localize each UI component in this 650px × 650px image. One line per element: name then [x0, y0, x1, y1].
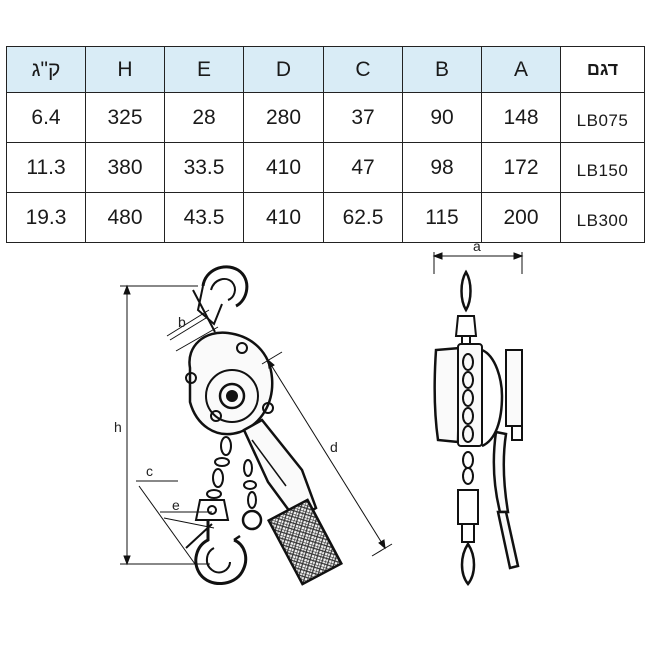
cell-h: 480 [85, 192, 165, 243]
table-header-row: ק"ג H E D C B A דגם [6, 46, 645, 93]
lever-handle [242, 418, 344, 586]
dimension-a [432, 252, 524, 274]
dimension-c-e [136, 480, 215, 565]
header-a: A [481, 46, 561, 93]
header-model: דגם [560, 46, 645, 93]
cell-d: 280 [243, 92, 324, 143]
lever-hoist-diagram: h b [114, 240, 524, 587]
load-chain [206, 436, 263, 531]
side-top-hook [454, 269, 478, 347]
header-h: H [85, 46, 165, 93]
label-c: c [146, 463, 153, 479]
spec-table: ק"ג H E D C B A דגם 6.4 325 28 280 37 90… [6, 46, 645, 243]
cell-b: 98 [402, 142, 482, 193]
side-body [433, 343, 523, 448]
header-weight: ק"ג [6, 46, 86, 93]
cell-model: LB300 [560, 192, 645, 243]
table-row: 19.3 480 43.5 410 62.5 115 200 LB300 [6, 192, 645, 243]
header-e: E [164, 46, 244, 93]
table-row: 11.3 380 33.5 410 47 98 172 LB150 [6, 142, 645, 193]
cell-b: 90 [402, 92, 482, 143]
cell-a: 200 [481, 192, 561, 243]
side-bottom-hook [457, 489, 479, 587]
side-view: a [432, 240, 524, 587]
cell-a: 172 [481, 142, 561, 193]
cell-weight: 19.3 [6, 192, 86, 243]
hoist-body [185, 331, 274, 436]
table-row: 6.4 325 28 280 37 90 148 LB075 [6, 92, 645, 143]
cell-c: 62.5 [323, 192, 403, 243]
top-hook [192, 265, 249, 333]
cell-model: LB150 [560, 142, 645, 193]
label-d: d [330, 439, 338, 455]
cell-weight: 6.4 [6, 92, 86, 143]
dimension-h [120, 284, 210, 566]
cell-a: 148 [481, 92, 561, 143]
front-view: h b [114, 265, 393, 586]
dimension-d [261, 351, 393, 557]
cell-c: 47 [323, 142, 403, 193]
cell-e: 28 [164, 92, 244, 143]
cell-e: 43.5 [164, 192, 244, 243]
cell-b: 115 [402, 192, 482, 243]
cell-h: 380 [85, 142, 165, 193]
bottom-hook [185, 499, 248, 585]
cell-h: 325 [85, 92, 165, 143]
cell-d: 410 [243, 192, 324, 243]
side-lever [492, 430, 520, 570]
label-h: h [114, 419, 122, 435]
header-d: D [243, 46, 324, 93]
cell-weight: 11.3 [6, 142, 86, 193]
label-b: b [178, 314, 186, 330]
cell-e: 33.5 [164, 142, 244, 193]
label-a: a [473, 240, 481, 254]
side-chain [462, 353, 474, 485]
header-c: C [323, 46, 403, 93]
cell-d: 410 [243, 142, 324, 193]
header-b: B [402, 46, 482, 93]
cell-c: 37 [323, 92, 403, 143]
label-e: e [172, 497, 180, 513]
dimension-b [166, 309, 219, 352]
cell-model: LB075 [560, 92, 645, 143]
